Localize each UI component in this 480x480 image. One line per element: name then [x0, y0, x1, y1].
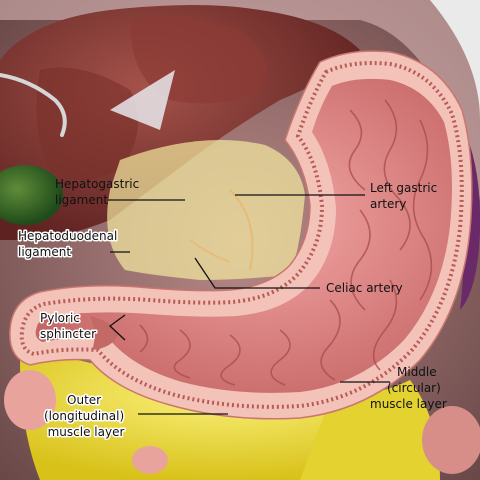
label-outer: Outer (longitudinal) muscle layer [44, 393, 128, 439]
label-middle: Middle (circular) muscle layer [370, 365, 447, 411]
liver [0, 5, 360, 240]
label-celiac: Celiac artery [326, 281, 403, 295]
leader-lines [108, 194, 390, 415]
left-gastric-artery-vessel [229, 189, 254, 271]
intestine-loop-right [422, 406, 480, 474]
label-left-gastric: Left gastric artery [370, 181, 441, 211]
celiac-vessel [189, 239, 231, 263]
gastric-rugae [139, 99, 433, 386]
label-pyloric: Pyloric sphincter [40, 311, 96, 341]
label-hepatogastric: Hepatogastric ligament [55, 177, 143, 207]
leader-celiac [194, 257, 320, 289]
intestine-loop-bottom [132, 446, 168, 474]
peritoneum-top [0, 0, 480, 200]
retractor-hook [0, 73, 67, 137]
intestine-loop-left [4, 370, 56, 430]
label-hepatoduodenal: Hepatoduodenal ligament [18, 229, 121, 259]
retractor-blade [110, 70, 175, 130]
muscle-layer-stripe [19, 61, 464, 409]
liver-right-lobe [36, 67, 138, 180]
gallbladder [0, 165, 63, 225]
pyloric-sphincter-ring [90, 316, 118, 350]
gastric-mucosa [35, 78, 452, 393]
leader-pyloric [108, 314, 126, 341]
lesser-omentum [107, 140, 305, 280]
diaphragm-edge [430, 0, 480, 120]
